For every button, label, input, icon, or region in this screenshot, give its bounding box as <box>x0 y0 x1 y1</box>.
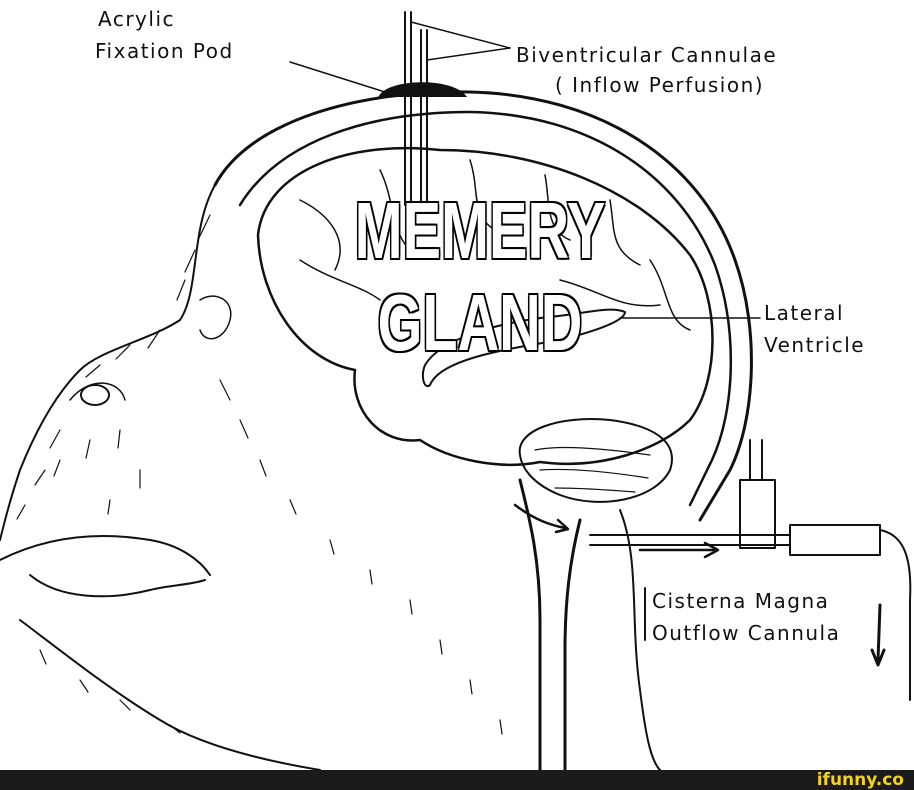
skull-outline <box>213 90 753 522</box>
eye <box>80 384 110 406</box>
watermark-bar: ifunny.co <box>0 770 914 790</box>
monkey-head-illustration <box>0 11 912 770</box>
label-acrylic: Acrylic <box>98 7 175 31</box>
ear <box>199 295 232 340</box>
fixation-pod <box>378 82 468 97</box>
label-fixation-pod: Fixation Pod <box>95 39 234 63</box>
outflow-cannula <box>589 439 912 701</box>
label-lateral: Lateral <box>764 301 845 325</box>
flow-arrow-1 <box>513 503 567 530</box>
label-biventricular-cannulae: Biventricular Cannulae <box>516 43 778 67</box>
label-inflow-perfusion: ( Inflow Perfusion) <box>555 73 765 97</box>
skull-inner <box>238 110 733 507</box>
watermark-logo: ifunny.co <box>816 770 904 790</box>
cerebellum <box>518 418 673 503</box>
brain-outline <box>256 146 714 466</box>
face-profile <box>0 184 216 541</box>
meme-caption-line1: MEMERY <box>354 186 607 275</box>
lateral-ventricle <box>421 308 626 388</box>
label-ventricle: Ventricle <box>764 333 866 357</box>
spinal-cord <box>518 478 542 770</box>
meme-caption-line2: GLAND <box>377 278 584 367</box>
label-outflow-cannula: Outflow Cannula <box>652 621 841 645</box>
label-cisterna-magna: Cisterna Magna <box>652 589 830 613</box>
flow-arrow-3 <box>876 603 882 662</box>
